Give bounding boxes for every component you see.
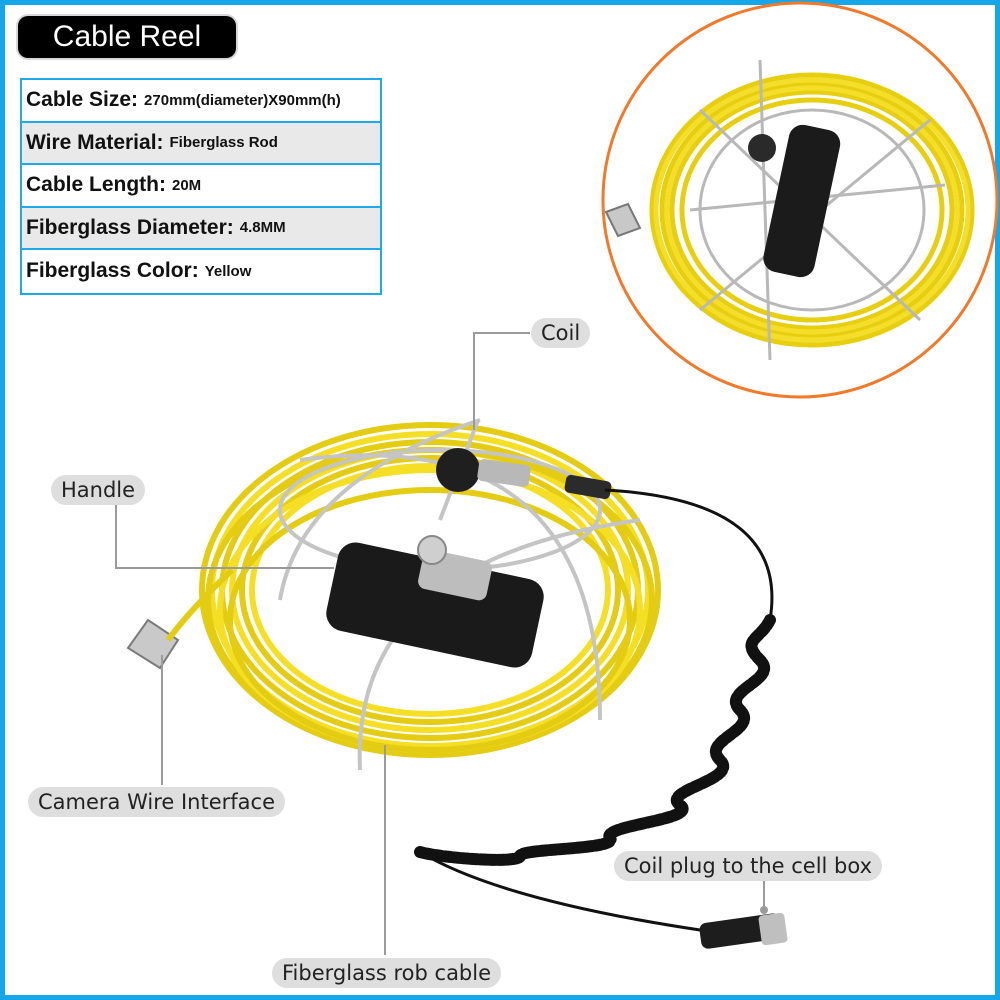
callout-camera-wire-interface: Camera Wire Interface <box>28 787 286 817</box>
spec-value: 20M <box>172 176 202 194</box>
spec-value: Yellow <box>204 262 252 280</box>
spec-value: 270mm(diameter)X90mm(h) <box>144 91 341 109</box>
spec-row: Cable Size: 270mm(diameter)X90mm(h) <box>22 80 380 123</box>
callout-coil: Coil <box>531 318 591 348</box>
callout-leaders <box>115 332 765 955</box>
callout-handle: Handle <box>51 475 146 505</box>
spec-row: Fiberglass Color: Yellow <box>22 250 380 293</box>
spec-row: Fiberglass Diameter: 4.8MM <box>22 207 380 250</box>
spec-value: 4.8MM <box>239 219 286 237</box>
spec-label: Cable Length: <box>26 173 166 197</box>
spec-value: Fiberglass Rod <box>169 134 278 152</box>
title-badge: Cable Reel <box>18 16 236 58</box>
spec-table: Cable Size: 270mm(diameter)X90mm(h) Wire… <box>20 78 382 295</box>
spec-row: Cable Length: 20M <box>22 165 380 208</box>
spec-label: Fiberglass Diameter: <box>26 215 234 239</box>
coil-cord <box>414 488 788 949</box>
callout-coil-plug: Coil plug to the cell box <box>614 851 883 881</box>
spec-label: Wire Material: <box>26 130 164 154</box>
callout-fiberglass-cable: Fiberglass rob cable <box>272 958 502 988</box>
spec-row: Wire Material: Fiberglass Rod <box>22 122 380 165</box>
leader-dot <box>760 906 768 914</box>
spec-label: Fiberglass Color: <box>26 259 199 283</box>
main-reel <box>126 418 661 771</box>
inset-photo <box>601 1 999 399</box>
spec-label: Cable Size: <box>26 88 139 112</box>
